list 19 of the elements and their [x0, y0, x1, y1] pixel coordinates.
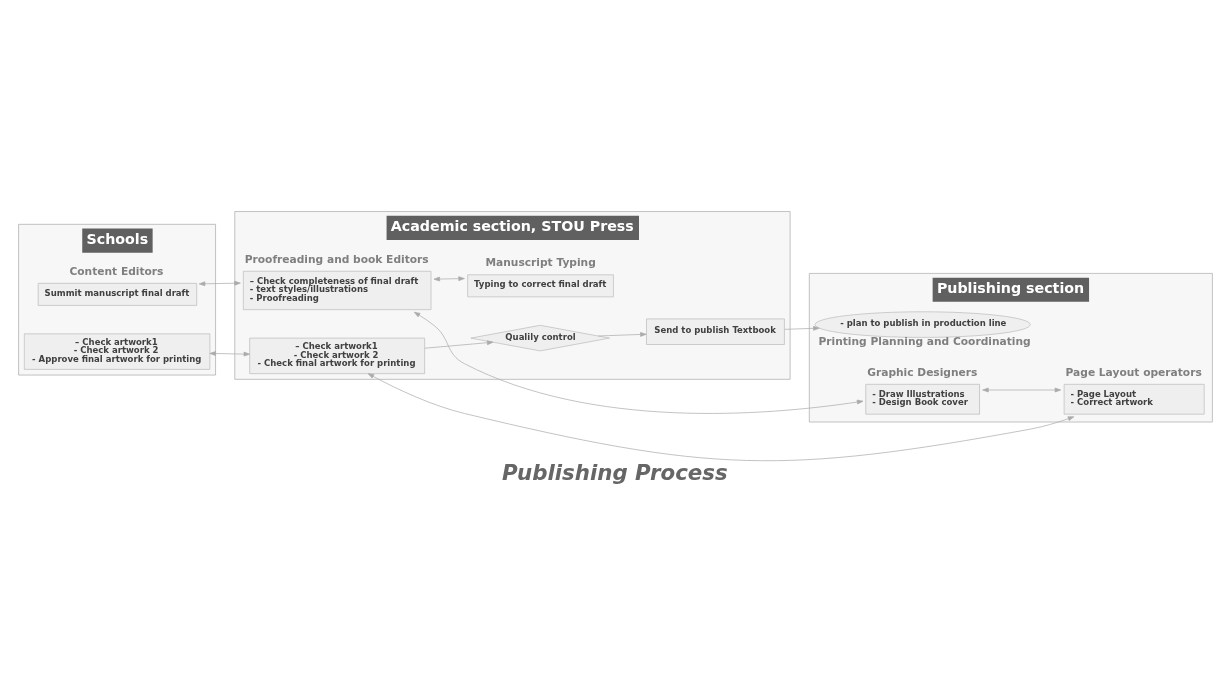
- node-box: – Check artwork1 - Check artwork 2 - Approve final artwork for printing: [23, 333, 211, 370]
- arrow: [784, 325, 820, 331]
- arrow: [433, 275, 465, 281]
- node-diamond: Qualily control: [470, 324, 610, 351]
- node-label: Page Layout operators: [1065, 365, 1202, 379]
- node-box: – Check artwork1 - Check artwork 2 - Check final artwork for printing: [249, 337, 425, 374]
- node-label: Manuscript Typing: [485, 255, 596, 269]
- arrow: [367, 372, 1075, 461]
- arrow: [982, 387, 1062, 392]
- arrow: [413, 311, 864, 414]
- node-box: Send to publish Textbook: [646, 318, 785, 345]
- diagram-title: Publishing Process: [502, 459, 728, 485]
- arrow: [209, 350, 251, 356]
- node-label: Content Editors: [69, 264, 164, 278]
- node-label: Proofreading and book Editors: [244, 252, 429, 266]
- node-label: Graphic Designers: [867, 365, 978, 379]
- arrow: [198, 280, 241, 286]
- arrow: [424, 339, 494, 349]
- arrow: [597, 331, 647, 337]
